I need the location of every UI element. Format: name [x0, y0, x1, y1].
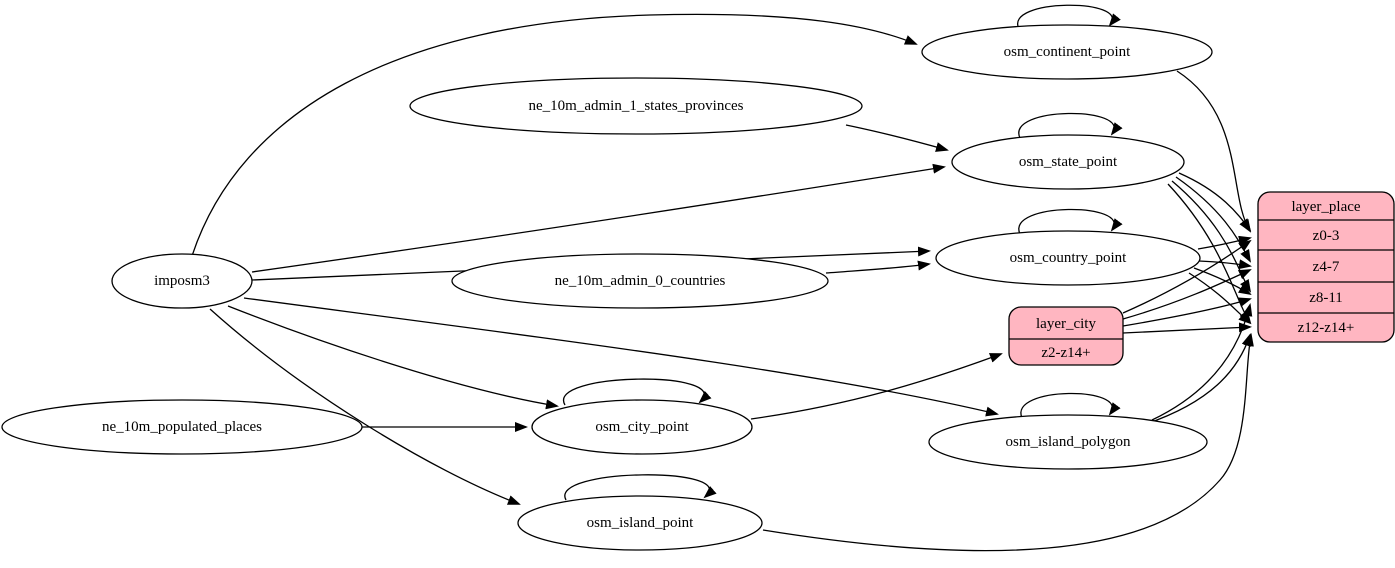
self-loop-osm_country_point [1018, 208, 1123, 235]
edge-layer_city-to-layer_place:z12-z14+ [1122, 322, 1252, 334]
edge-ne_10m_admin_0_countries-to-osm_country_point [825, 260, 931, 274]
edge-layer_city-to-layer_place:z4-7 [1122, 269, 1252, 320]
self-loop-osm_continent_point [1017, 4, 1121, 30]
record-row-layer_place-z0-3: z0-3 [1313, 228, 1340, 244]
node-shape-ne_10m_populated_places [1, 399, 363, 455]
record-row-layer_place-z4-7: z4-7 [1313, 259, 1340, 275]
self-loop-osm_island_polygon [1020, 392, 1121, 419]
node-label-osm_continent_point: osm_continent_point [1004, 44, 1131, 60]
self-loop-osm_state_point [1018, 112, 1123, 139]
record-layer_place: layer_place z0-3 z4-7 z8-11 z12-z14+ [1257, 191, 1395, 343]
edge-ne_10m_admin_1_states_provinces-to-osm_state_point [845, 124, 949, 152]
node-osm_continent_point: osm_continent_point [921, 24, 1213, 80]
node-ne_10m_admin_0_countries: ne_10m_admin_0_countries [451, 253, 829, 309]
record-row-layer_place-z12-z14+: z12-z14+ [1298, 320, 1355, 336]
node-label-osm_country_point: osm_country_point [1010, 250, 1127, 266]
edge-osm_island_polygon-to-layer_place:z8-11 [1151, 303, 1253, 421]
edge-osm_state_point-to-layer_place:z8-11 [1171, 180, 1252, 293]
node-ne_10m_admin_1_states_provinces: ne_10m_admin_1_states_provinces [409, 77, 863, 135]
node-shape-imposm3 [111, 253, 253, 309]
node-shape-osm_island_polygon [928, 414, 1208, 470]
record-row-layer_city-z2-z14+: z2-z14+ [1041, 345, 1090, 361]
node-shape-osm_city_point [531, 399, 753, 455]
node-osm_country_point: osm_country_point [935, 230, 1201, 286]
record-row-layer_place-z8-11: z8-11 [1309, 290, 1343, 306]
node-label-osm_state_point: osm_state_point [1019, 154, 1118, 170]
node-shape-ne_10m_admin_0_countries [451, 253, 829, 309]
records-layer: layer_place z0-3 z4-7 z8-11 z12-z14+ layer_ci… [1008, 191, 1395, 366]
node-label-imposm3: imposm3 [154, 273, 210, 289]
edge-imposm3-to-osm_city_point [227, 305, 559, 410]
node-osm_city_point: osm_city_point [531, 399, 753, 455]
edge-layer_city-to-layer_place:z8-11 [1122, 297, 1252, 327]
edge-imposm3-to-osm_state_point [251, 163, 946, 273]
edge-osm_continent_point-to-layer_place:z0-3 [1176, 70, 1252, 233]
record-layer_city: layer_city z2-z14+ [1008, 306, 1124, 366]
node-label-osm_city_point: osm_city_point [595, 419, 689, 435]
edge-osm_city_point-to-layer_city:z2-z14+ [750, 353, 1003, 420]
edge-osm_country_point-to-layer_place:z12-z14+ [1188, 272, 1252, 325]
edges-layer [191, 4, 1254, 552]
edge-osm_country_point-to-layer_place:z8-11 [1193, 267, 1252, 296]
edge-layer_city-to-layer_place:z0-3 [1122, 239, 1252, 314]
node-osm_island_polygon: osm_island_polygon [928, 414, 1208, 470]
edge-osm_island_polygon-to-layer_place:z12-z14+ [1145, 333, 1252, 425]
node-label-ne_10m_populated_places: ne_10m_populated_places [102, 419, 262, 435]
node-imposm3: imposm3 [111, 253, 253, 309]
node-shape-osm_continent_point [921, 24, 1213, 80]
node-osm_state_point: osm_state_point [951, 134, 1185, 190]
node-label-ne_10m_admin_0_countries: ne_10m_admin_0_countries [555, 273, 726, 289]
record-shape-layer_city [1008, 306, 1124, 366]
edge-osm_island_point-to-layer_place:z12-z14+ [762, 333, 1254, 552]
node-ne_10m_populated_places: ne_10m_populated_places [1, 399, 363, 455]
edge-osm_country_point-to-layer_place:z0-3 [1197, 235, 1252, 250]
record-row-layer_city-layer_city: layer_city [1036, 316, 1096, 332]
node-shape-osm_country_point [935, 230, 1201, 286]
node-shape-ne_10m_admin_1_states_provinces [409, 77, 863, 135]
node-label-ne_10m_admin_1_states_provinces: ne_10m_admin_1_states_provinces [529, 98, 744, 114]
self-loop-osm_city_point [562, 378, 712, 406]
edge-osm_state_point-to-layer_place:z4-7 [1175, 176, 1251, 263]
nodes-layer: imposm3 ne_10m_admin_1_states_provincesne… [1, 24, 1213, 551]
edge-osm_country_point-to-layer_place:z4-7 [1198, 259, 1252, 270]
node-label-osm_island_point: osm_island_point [587, 515, 695, 531]
node-shape-osm_state_point [951, 134, 1185, 190]
edge-osm_state_point-to-layer_place:z0-3 [1178, 172, 1252, 232]
edge-imposm3-to-osm_island_polygon [243, 297, 999, 417]
record-row-layer_place-layer_place: layer_place [1291, 199, 1360, 215]
record-shape-layer_place [1257, 191, 1395, 343]
node-shape-osm_island_point [517, 495, 763, 551]
node-osm_island_point: osm_island_point [517, 495, 763, 551]
edge-imposm3-to-osm_continent_point [191, 13, 918, 257]
node-label-osm_island_polygon: osm_island_polygon [1005, 434, 1131, 450]
edge-imposm3-to-osm_island_point [209, 308, 521, 505]
self-loop-osm_island_point [564, 474, 717, 501]
